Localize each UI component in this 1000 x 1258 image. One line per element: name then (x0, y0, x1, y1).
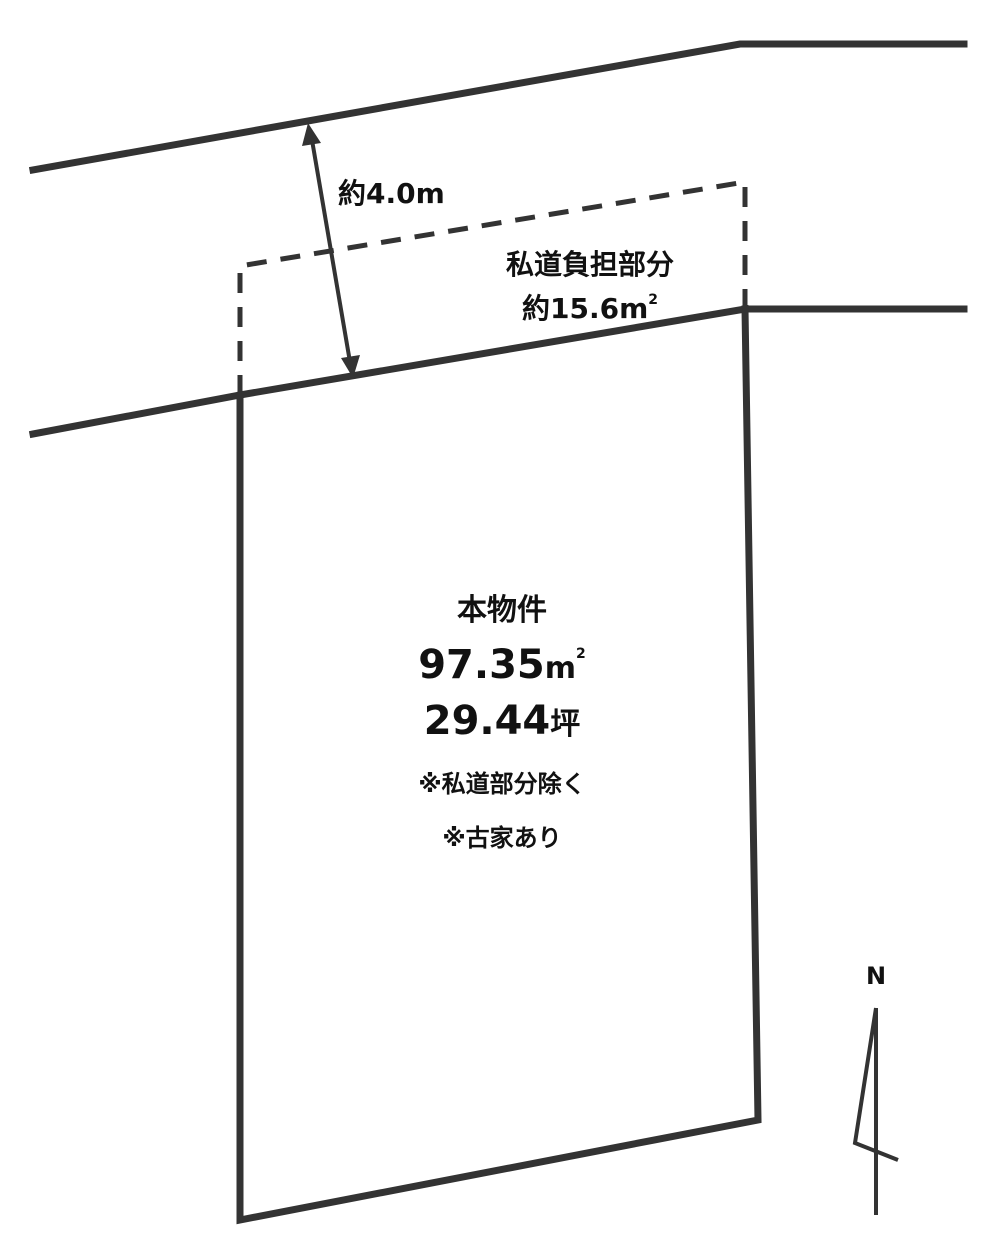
property-lot-outline (236, 304, 762, 1225)
property-area-sqm-unit: m (545, 651, 576, 686)
road-upper-boundary (28, 40, 968, 175)
north-arrow-icon: N (852, 962, 899, 1215)
road-lower-boundary-left (28, 390, 245, 439)
property-area-sqm: 97.35m2 (418, 642, 586, 688)
north-label: N (866, 962, 886, 990)
private-road-title: 私道負担部分 (506, 248, 674, 281)
private-road-area-unit-sup: 2 (648, 292, 658, 308)
property-area-sqm-value: 97.35 (418, 642, 545, 688)
private-road-area-unit: m (619, 292, 648, 325)
property-note-old-house: ※古家あり (442, 824, 561, 852)
north-arrow-head (852, 1007, 899, 1162)
property-area-tsubo-unit: 坪 (550, 707, 580, 742)
property-area-sqm-unit-sup: 2 (576, 646, 586, 662)
road-width-arrow (302, 123, 360, 378)
private-road-dashed-boundary (237, 179, 748, 395)
road-width-label: 約4.0m (338, 177, 445, 210)
property-note-private-road: ※私道部分除く (418, 770, 585, 798)
property-area-tsubo: 29.44坪 (424, 698, 581, 744)
private-road-area: 約15.6m2 (522, 292, 658, 325)
property-area-tsubo-value: 29.44 (424, 698, 551, 744)
property-title: 本物件 (457, 593, 547, 628)
private-road-area-value: 15.6 (550, 292, 619, 325)
private-road-area-prefix: 約 (522, 292, 550, 325)
